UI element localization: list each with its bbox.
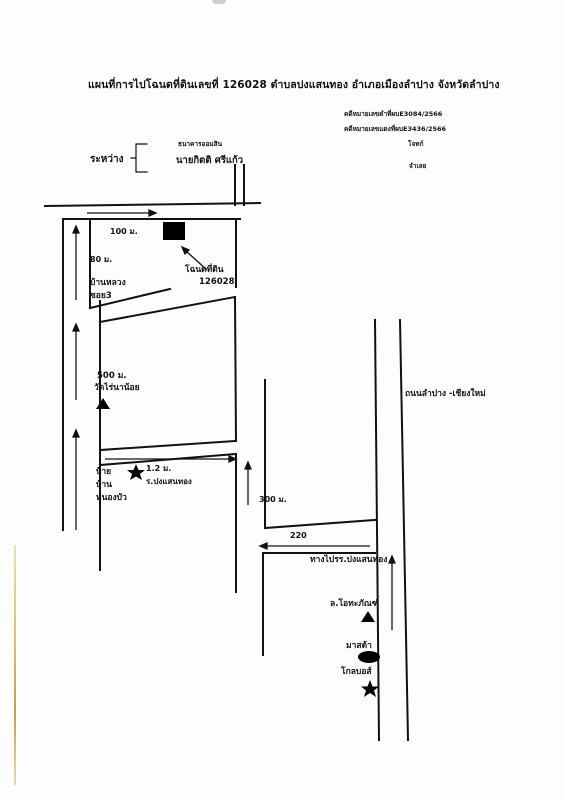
distance-1-2m: 1.2 ม.: [146, 464, 172, 473]
shop-triangle-icon: [361, 611, 375, 622]
map-title: แผนที่การไปโฉนดที่ดินเลขที่ 126028 ตำบลป…: [88, 79, 500, 91]
land-label: โฉนดที่ดิน: [185, 265, 224, 275]
golden-star-icon: [361, 680, 379, 697]
between-label: ระหว่าง: [90, 154, 124, 165]
temple-label: วัดไร่นาน้อย: [94, 383, 140, 393]
school-label: ร.ปงแสนทอง: [146, 477, 192, 486]
distance-100m: 100 ม.: [110, 227, 138, 236]
mazda-label: มาสด้า: [346, 641, 372, 651]
land-plot-marker: [163, 222, 185, 240]
defendant-name: นายกิตติ ศรีแก้ว: [176, 155, 244, 166]
defendant-role: จำเลย: [409, 162, 427, 170]
ban-luang-label: บ้านหลวง: [90, 278, 126, 288]
distance-220: 220: [290, 531, 307, 540]
land-number: 126028: [199, 277, 235, 287]
shop-label: ล.โอทะภัณฑ์: [330, 599, 379, 609]
temple-triangle-icon: [96, 398, 110, 409]
soi3-label: ซอย3: [90, 291, 112, 301]
sign-label-3: หนองบัว: [96, 493, 127, 503]
punch-hole-mark: [212, 0, 226, 4]
distance-80m: 80 ม.: [90, 255, 113, 264]
to-school-label: ทางไปรร.ปงแสนทอง: [310, 555, 388, 565]
sign-label-2: บ้าน: [96, 480, 112, 490]
mazda-ellipse-icon: [358, 651, 380, 663]
golden-label: โกลบอส์: [341, 667, 372, 677]
plaintiff-role: โจทก์: [408, 140, 424, 148]
black-case-number: คดีหมายเลขดำที่ผบE3084/2566: [344, 110, 443, 118]
red-case-number: คดีหมายเลขแดงที่ผบE3436/2566: [344, 125, 447, 133]
page-edge-stain: [14, 545, 16, 785]
distance-500m: 500 ม.: [97, 371, 127, 381]
plaintiff-name: ธนาคารออมสิน: [178, 140, 223, 148]
sign-label-1: ป้าย: [96, 467, 112, 477]
highway-label: ถนนลำปาง -เชียงใหม่: [405, 389, 486, 399]
school-star-icon: [127, 464, 145, 480]
distance-300m: 300 ม.: [259, 495, 287, 504]
